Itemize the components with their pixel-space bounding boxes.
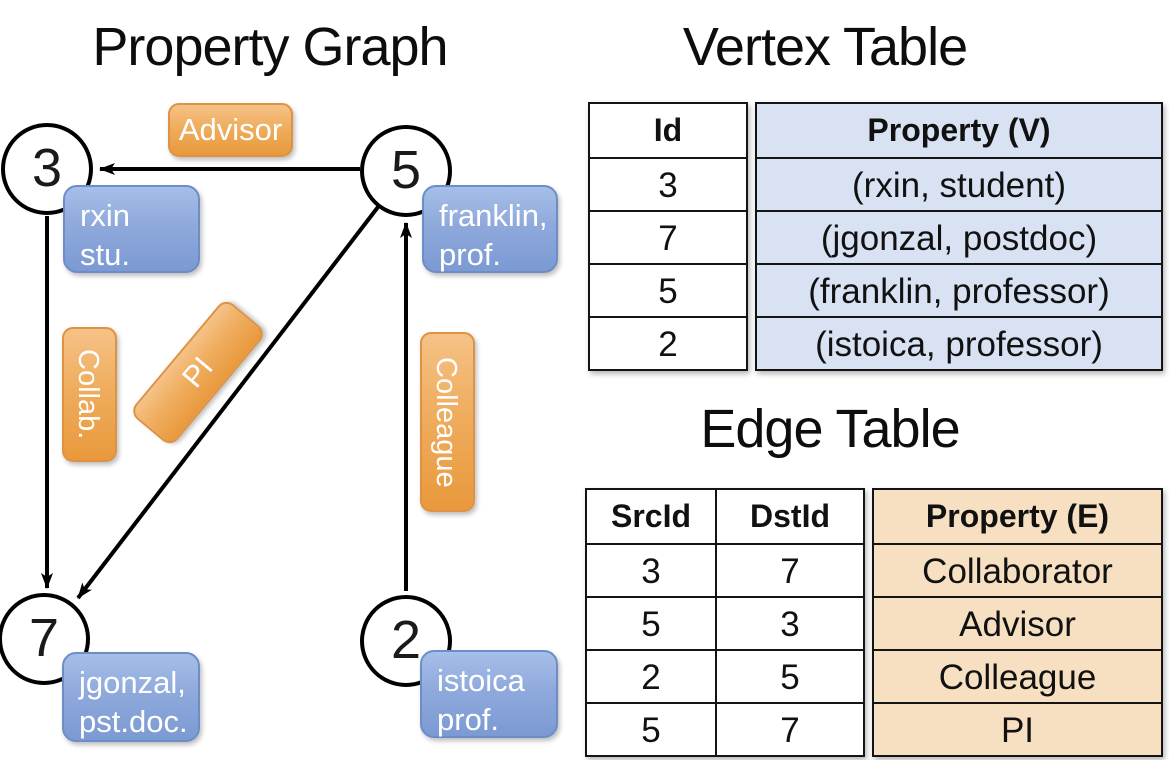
edge-table-dstid-cell: 7 [715,543,863,596]
edge-table-dstid-cell: 5 [715,649,863,702]
edge-label-collab: Collab. [62,327,117,462]
edge-table-property-cell: Colleague [874,649,1161,702]
vertex-label-jgonzal-line2: pst.doc. [79,704,188,739]
graph-node-5: 5 [360,125,452,217]
edge-5-to-7-pi [76,205,380,600]
edge-table-srcid-header: SrcId [610,498,692,534]
vertex-label-franklin: franklin, prof. [422,185,558,273]
edge-table-header-row: SrcId DstId [587,490,863,543]
vertex-table: Id 3 7 5 2 Property (V) (rxin, student) … [588,102,1163,371]
edge-table-row: 2 5 [587,649,863,702]
graph-edges-layer [41,163,412,600]
edge-table-property-cell: Advisor [874,596,1161,649]
edge-table-srcid-cell: 5 [587,702,715,755]
node-5-id: 5 [390,140,422,200]
vertex-table-property-cell: (jgonzal, postdoc) [757,210,1161,263]
edge-label-colleague: Colleague [420,332,475,512]
edge-table-srcid-cell: 2 [587,649,715,702]
vertex-table-property-cell: (istoica, professor) [757,316,1161,369]
vertex-label-istoica-line1: istoica [437,663,525,698]
edge-table-row: 3 7 [587,543,863,596]
vertex-table-id-cell: 5 [590,263,746,316]
vertex-label-rxin-line1: rxin [80,198,130,233]
edge-table-title: Edge Table [700,399,960,459]
vertex-label-istoica: istoica prof. [420,650,558,738]
edge-table: SrcId DstId 3 7 5 3 2 5 5 7 Property (E)… [585,488,1163,757]
vertex-table-property-cell: (rxin, student) [757,157,1161,210]
node-2-id: 2 [390,610,422,670]
edge-table-row: 5 3 [587,596,863,649]
vertex-label-rxin-line2: stu. [80,237,130,272]
node-3-id: 3 [31,138,63,198]
edge-label-advisor: Advisor [168,103,293,157]
vertex-label-istoica-line2: prof. [437,702,500,737]
vertex-table-id-cell: 3 [590,157,746,210]
edge-table-srcid-cell: 3 [587,543,715,596]
edge-table-property-cell: PI [874,702,1161,755]
vertex-table-id-header: Id [653,112,683,148]
vertex-table-id-cell: 7 [590,210,746,263]
edge-table-dstid-header: DstId [715,490,863,543]
edge-table-property-cell: Collaborator [874,543,1161,596]
vertex-table-id-cell: 2 [590,316,746,369]
edge-table-row: 5 7 [587,702,863,755]
graph-node-2: 2 [360,595,452,687]
vertex-label-jgonzal: jgonzal, pst.doc. [62,652,200,742]
vertex-table-id-column: Id 3 7 5 2 [588,102,748,371]
vertex-table-property-column: Property (V) (rxin, student) (jgonzal, p… [755,102,1163,371]
vertex-table-property-header: Property (V) [757,104,1161,157]
vertex-table-title: Vertex Table [682,17,968,77]
edge-table-property-header: Property (E) [874,490,1161,543]
edge-table-id-columns: SrcId DstId 3 7 5 3 2 5 5 7 [585,488,865,757]
vertex-label-franklin-line2: prof. [439,237,502,272]
edge-table-property-column: Property (E) Collaborator Advisor Collea… [872,488,1163,757]
vertex-label-jgonzal-line1: jgonzal, [79,665,186,700]
node-7-id: 7 [28,608,60,668]
property-graph-title: Property Graph [92,17,448,77]
edge-table-srcid-cell: 5 [587,596,715,649]
edge-table-dstid-cell: 3 [715,596,863,649]
vertex-label-franklin-line1: franklin, [439,198,548,233]
edge-table-dstid-cell: 7 [715,702,863,755]
vertex-table-property-cell: (franklin, professor) [757,263,1161,316]
vertex-label-rxin: rxin stu. [63,185,200,273]
